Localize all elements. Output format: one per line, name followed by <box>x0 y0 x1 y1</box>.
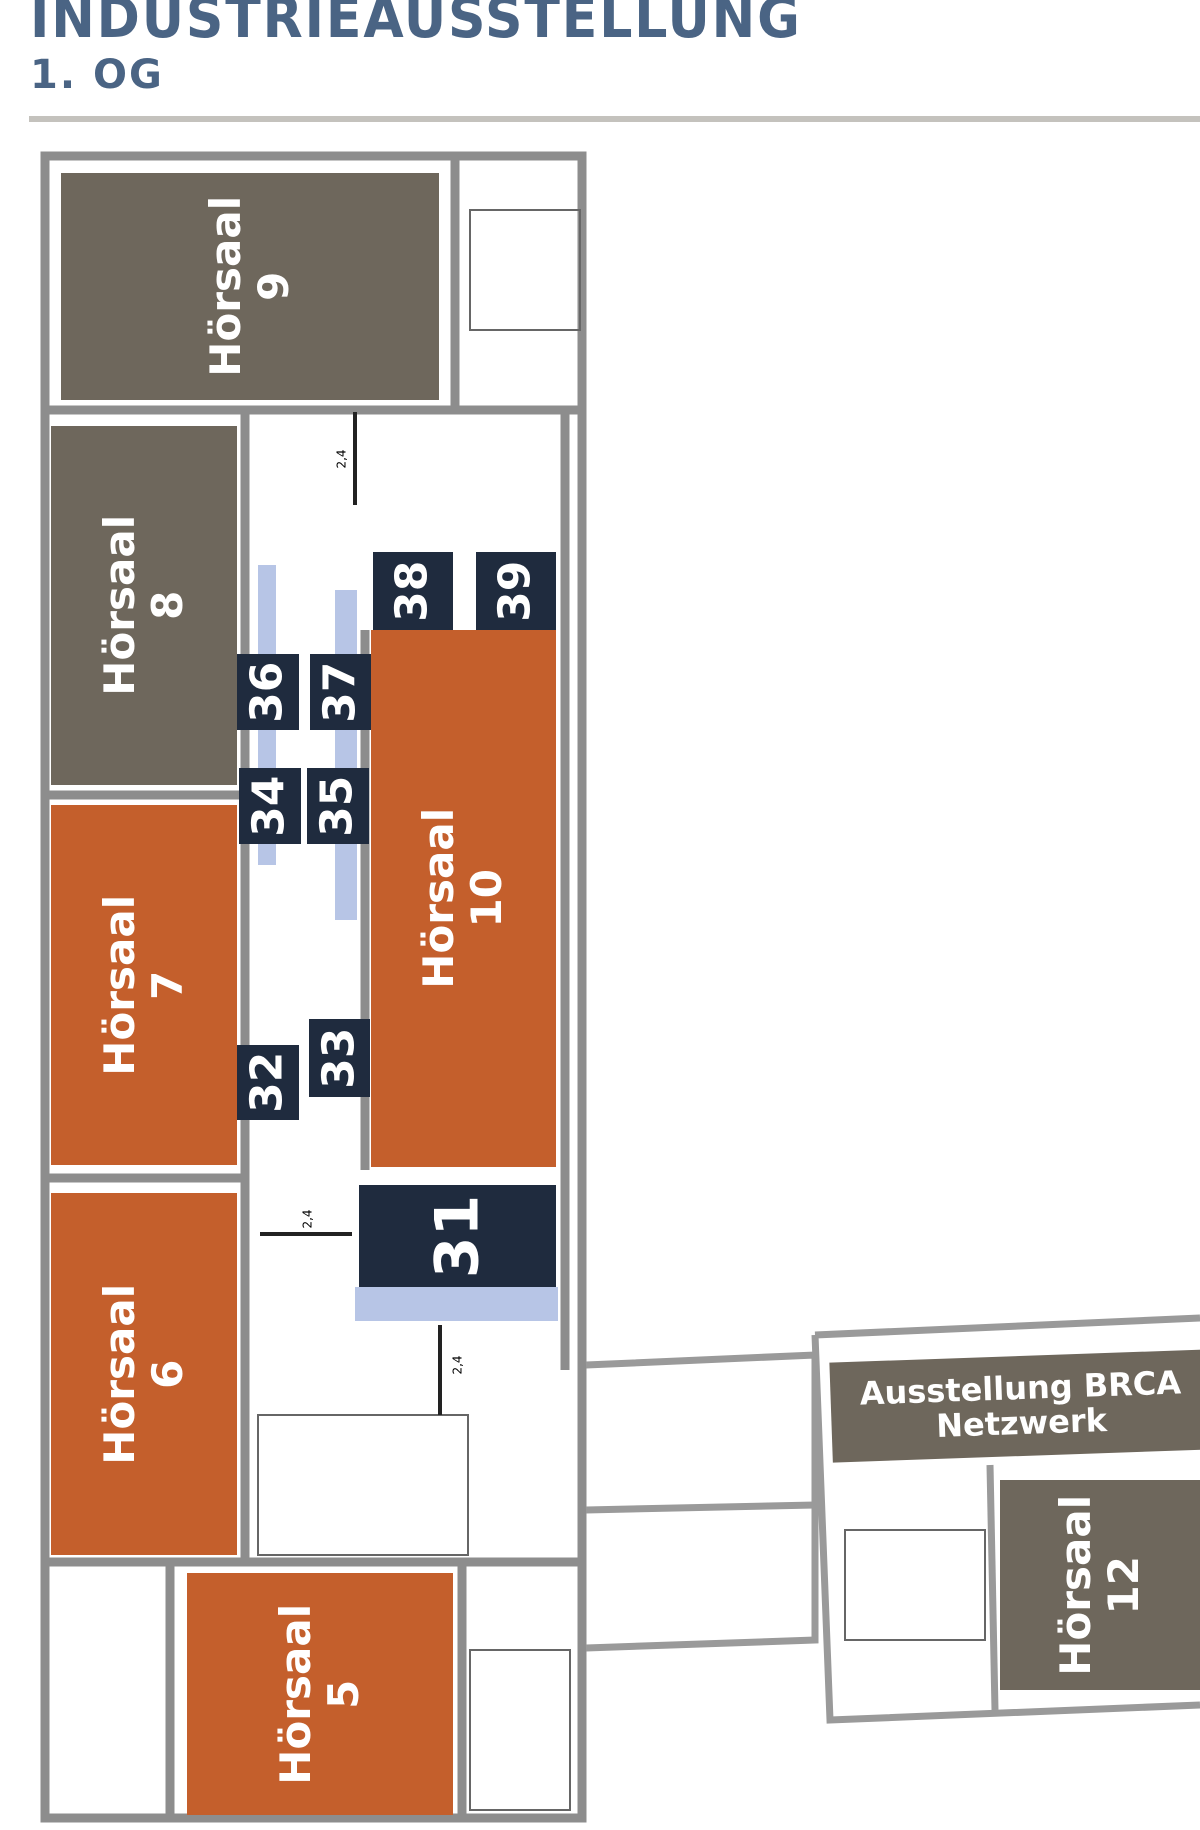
room-number: 5 <box>318 1679 368 1709</box>
room-number: 12 <box>1098 1555 1148 1615</box>
room-label: Hörsaal <box>94 894 144 1076</box>
booth-37: 37 <box>310 654 371 730</box>
booth-number: 37 <box>314 661 366 723</box>
room-number: 6 <box>142 1359 192 1389</box>
booth-39: 39 <box>476 552 556 630</box>
booth-number: 34 <box>243 775 295 837</box>
booth-34: 34 <box>239 768 301 844</box>
room-label: Hörsaal <box>94 1283 144 1465</box>
room-label: Hörsaal <box>414 808 464 989</box>
booth-number: 35 <box>311 775 363 837</box>
dimension-label: 2,4 <box>450 1355 465 1375</box>
booth-number: 31 <box>422 1194 492 1278</box>
floor-label: 1. OG <box>30 52 164 98</box>
highlight-strip <box>355 1287 558 1321</box>
room-number: 9 <box>248 271 298 302</box>
exhibition-label: Netzwerk <box>935 1401 1108 1445</box>
dimension-label: 2,4 <box>300 1209 315 1229</box>
divider <box>29 116 1200 122</box>
room-label: Hörsaal <box>200 196 250 377</box>
booth-number: 36 <box>241 661 293 723</box>
room-number: 8 <box>142 590 192 621</box>
room-number: 10 <box>462 869 512 928</box>
booth-33: 33 <box>309 1019 370 1097</box>
exhibition-brca-netzwerk: Ausstellung BRCA Netzwerk <box>829 1349 1200 1463</box>
room-label: Hörsaal <box>270 1603 320 1785</box>
booth-31: 31 <box>359 1185 556 1287</box>
booth-38: 38 <box>373 552 453 630</box>
room-number: 7 <box>142 970 192 1000</box>
booth-32: 32 <box>237 1045 299 1120</box>
booth-36: 36 <box>237 654 299 730</box>
booth-number: 33 <box>313 1027 365 1089</box>
booth-number: 38 <box>386 560 438 622</box>
room-label: Hörsaal <box>1050 1494 1100 1676</box>
dimension-label: 2,4 <box>334 449 349 469</box>
highlight-strip <box>335 590 357 920</box>
booth-35: 35 <box>307 768 369 844</box>
booth-number: 32 <box>241 1051 293 1114</box>
dimension-arrows <box>260 412 442 1415</box>
room-label: Hörsaal <box>94 515 144 696</box>
page-title: INDUSTRIEAUSSTELLUNG <box>30 0 802 51</box>
booth-number: 39 <box>489 560 541 622</box>
